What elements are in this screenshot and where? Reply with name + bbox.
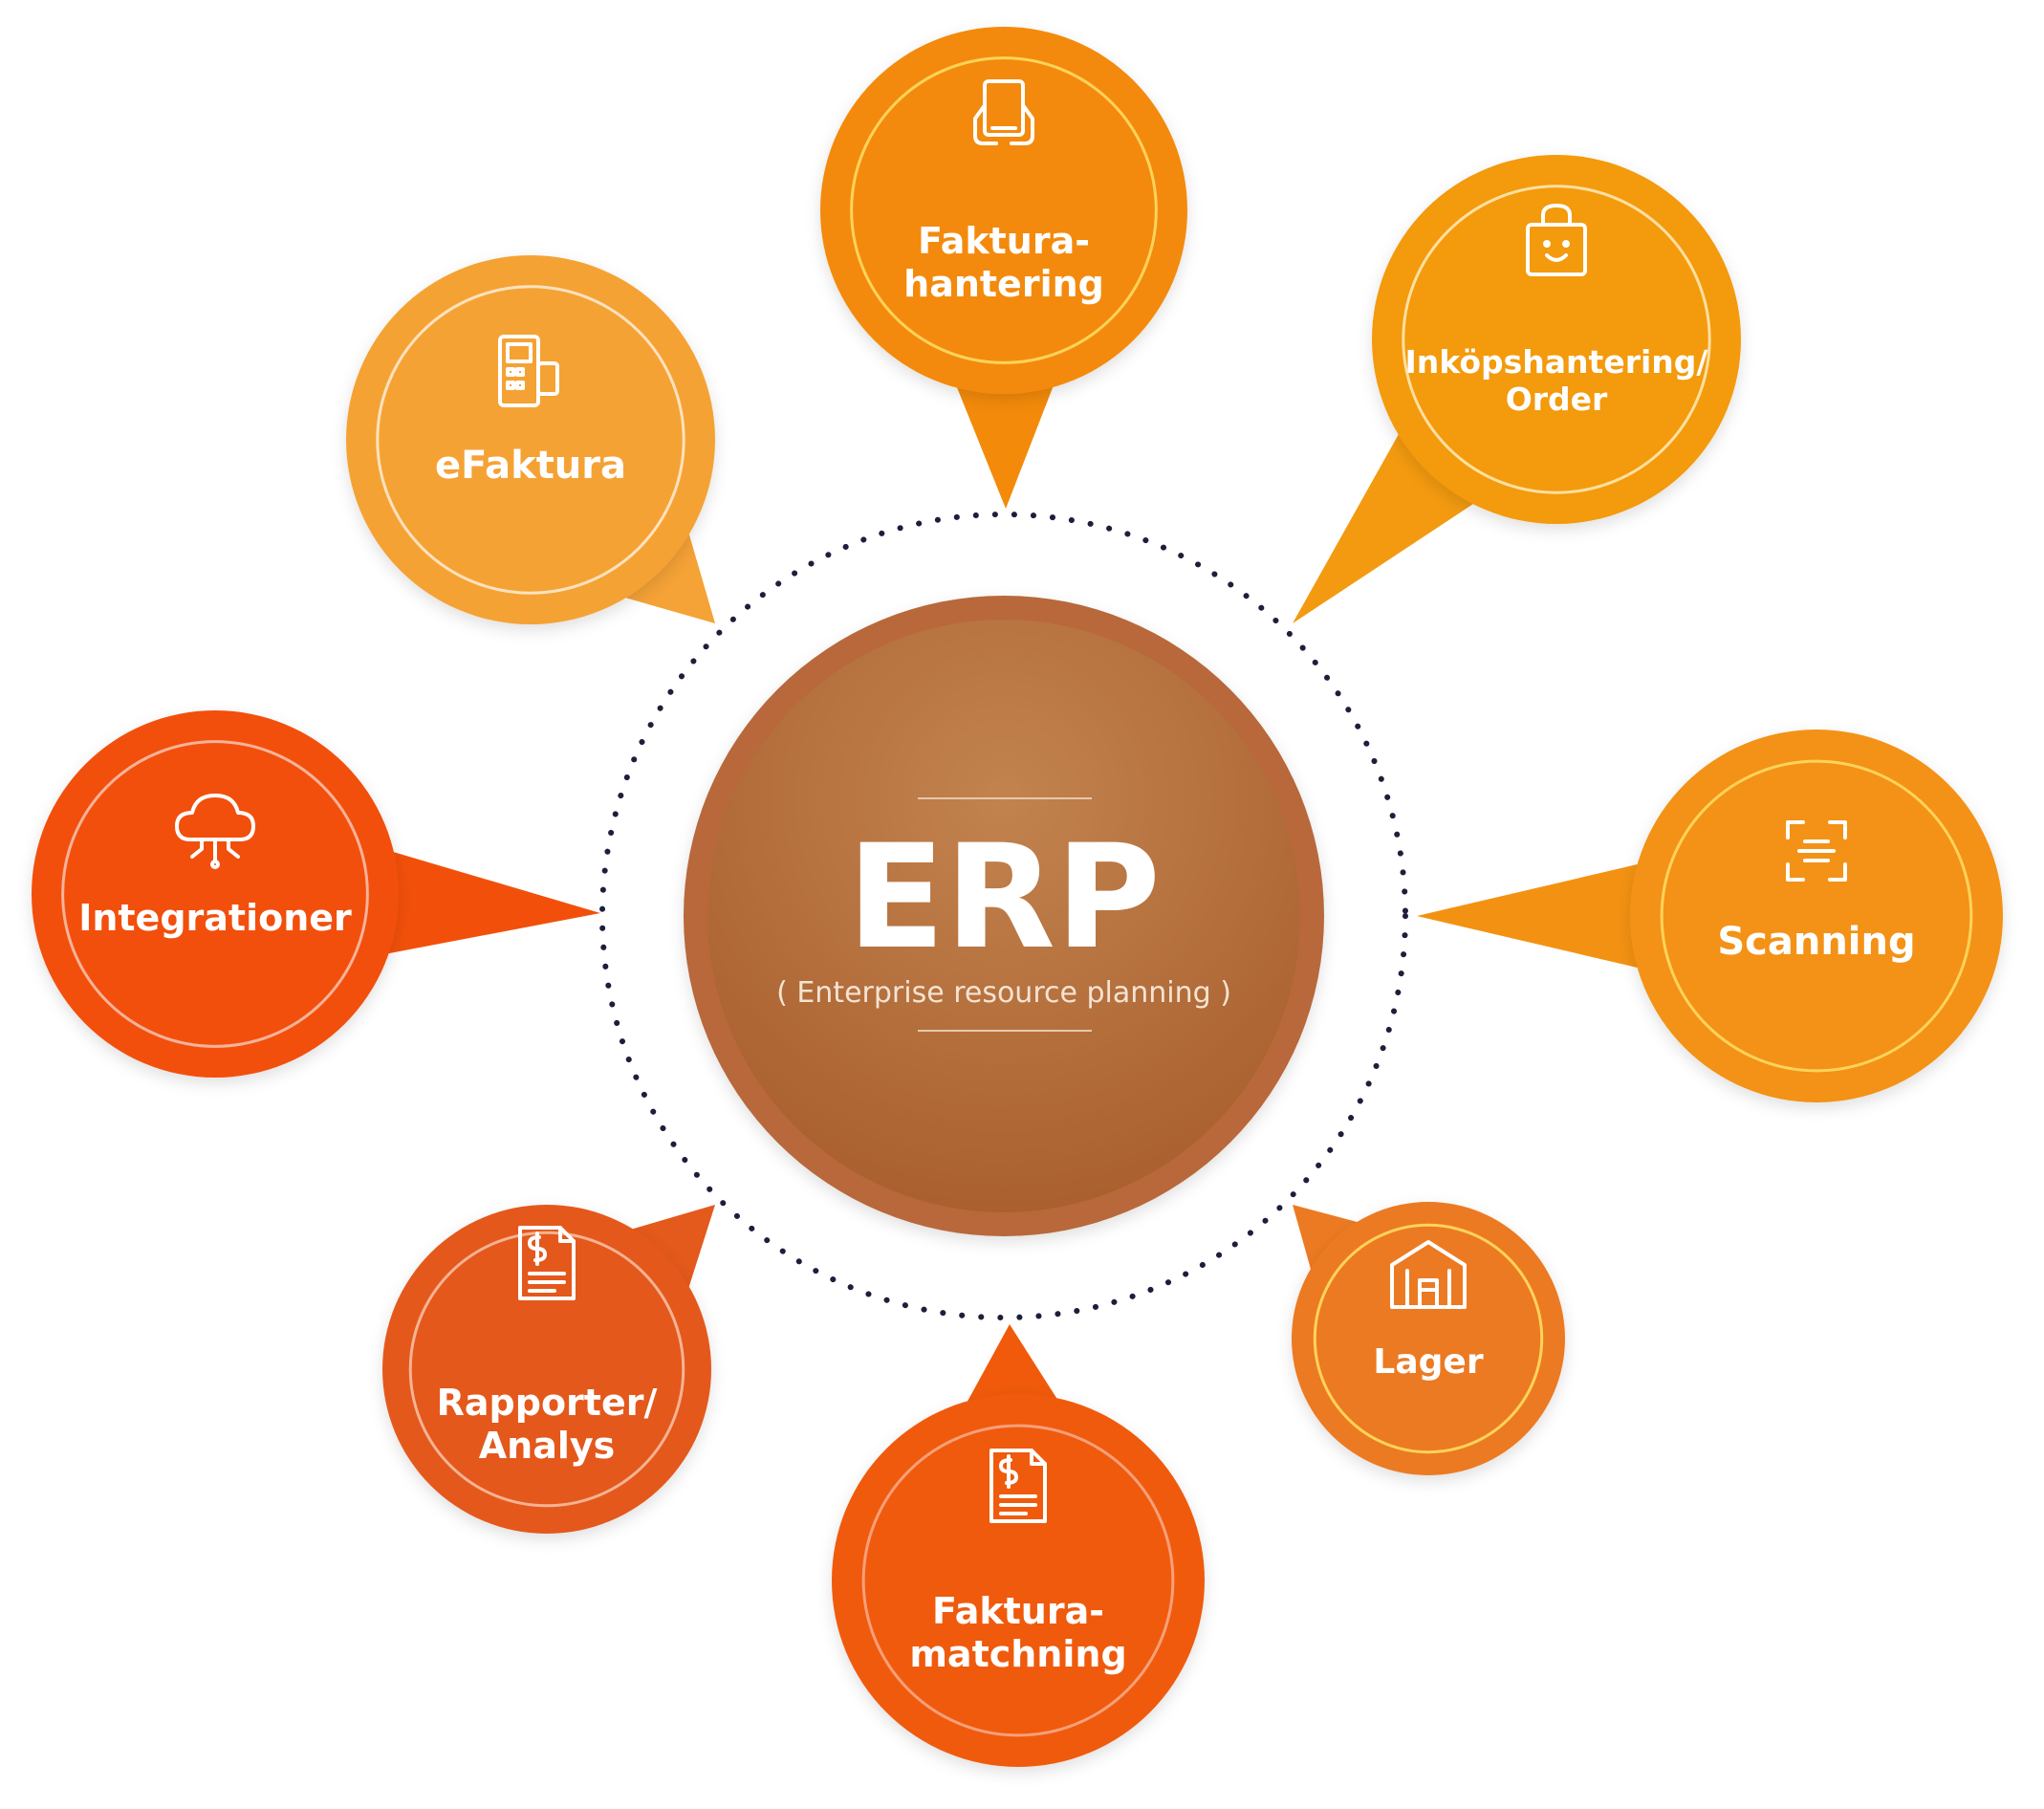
cloud-network-icon bbox=[175, 794, 255, 869]
inner-ring-rapporter bbox=[408, 1231, 685, 1508]
label-integrationer-line-1: Integrationer bbox=[78, 897, 352, 939]
satellite-rapporter: Rapporter/Analys bbox=[382, 1205, 715, 1534]
satellite-efaktura: eFaktura bbox=[346, 255, 715, 624]
inner-ring-scanning bbox=[1660, 759, 1973, 1073]
label-rapporter-line-1: Rapporter/ bbox=[437, 1382, 658, 1424]
warehouse-icon bbox=[1390, 1240, 1467, 1309]
inner-ring-fakturahantering bbox=[850, 56, 1158, 364]
erp-hub: ERP ( Enterprise resource planning ) bbox=[684, 596, 1324, 1236]
label-scanning-line-1: Scanning bbox=[1717, 920, 1915, 964]
inner-ring-efaktura bbox=[376, 285, 685, 595]
hub-title: ERP bbox=[847, 815, 1161, 981]
hub-subtitle: ( Enterprise resource planning ) bbox=[776, 976, 1231, 1010]
label-fakturahantering-line-2: hantering bbox=[903, 263, 1104, 305]
satellite-inkopshantering: Inköpshantering/Order bbox=[1293, 155, 1741, 623]
label-rapporter-line-2: Analys bbox=[479, 1425, 616, 1467]
label-fakturamatchning-line-1: Faktura- bbox=[932, 1590, 1104, 1632]
label-lager-line-1: Lager bbox=[1373, 1342, 1483, 1382]
dotted-orbit-ring bbox=[599, 512, 1408, 1320]
bubble-lager bbox=[1292, 1202, 1565, 1475]
satellite-fakturahantering: Faktura-hantering bbox=[820, 27, 1187, 509]
inner-ring-fakturamatchning bbox=[861, 1424, 1175, 1737]
tablet-hands-icon bbox=[973, 79, 1034, 145]
pointer-integrationer bbox=[372, 847, 600, 957]
satellite-group: Faktura-hanteringInköpshantering/OrderSc… bbox=[32, 27, 2003, 1767]
label-inkopshantering-line-2: Order bbox=[1506, 381, 1608, 418]
bubble-fakturamatchning bbox=[832, 1394, 1205, 1767]
label-fakturamatchning-line-2: matchning bbox=[909, 1633, 1126, 1675]
bubble-fakturahantering bbox=[820, 27, 1187, 394]
satellite-lager: Lager bbox=[1292, 1202, 1565, 1475]
satellite-integrationer: Integrationer bbox=[32, 710, 600, 1078]
label-fakturahantering-line-1: Faktura- bbox=[918, 220, 1090, 262]
scan-frame-icon bbox=[1786, 820, 1847, 882]
label-inkopshantering-line-1: Inköpshantering/ bbox=[1405, 343, 1709, 381]
pos-terminal-icon bbox=[498, 335, 559, 407]
inner-ring-integrationer bbox=[61, 740, 369, 1048]
inner-ring-lager bbox=[1313, 1223, 1544, 1454]
pointer-rapporter bbox=[615, 1205, 715, 1305]
inner-ring-inkopshantering bbox=[1402, 185, 1711, 494]
bubble-inkopshantering bbox=[1372, 155, 1741, 524]
label-efaktura-line-1: eFaktura bbox=[435, 444, 626, 488]
pointer-scanning bbox=[1417, 860, 1655, 972]
satellite-fakturamatchning: Faktura-matchning bbox=[832, 1324, 1205, 1767]
report-document-icon bbox=[518, 1226, 576, 1300]
bubble-scanning bbox=[1630, 730, 2003, 1102]
bubble-efaktura bbox=[346, 255, 715, 624]
satellite-scanning: Scanning bbox=[1417, 730, 2003, 1102]
pointer-fakturahantering bbox=[949, 369, 1060, 509]
invoice-document-icon bbox=[989, 1449, 1047, 1523]
shopping-bag-icon bbox=[1526, 204, 1587, 276]
bubble-integrationer bbox=[32, 710, 399, 1078]
bubble-rapporter bbox=[382, 1205, 711, 1534]
